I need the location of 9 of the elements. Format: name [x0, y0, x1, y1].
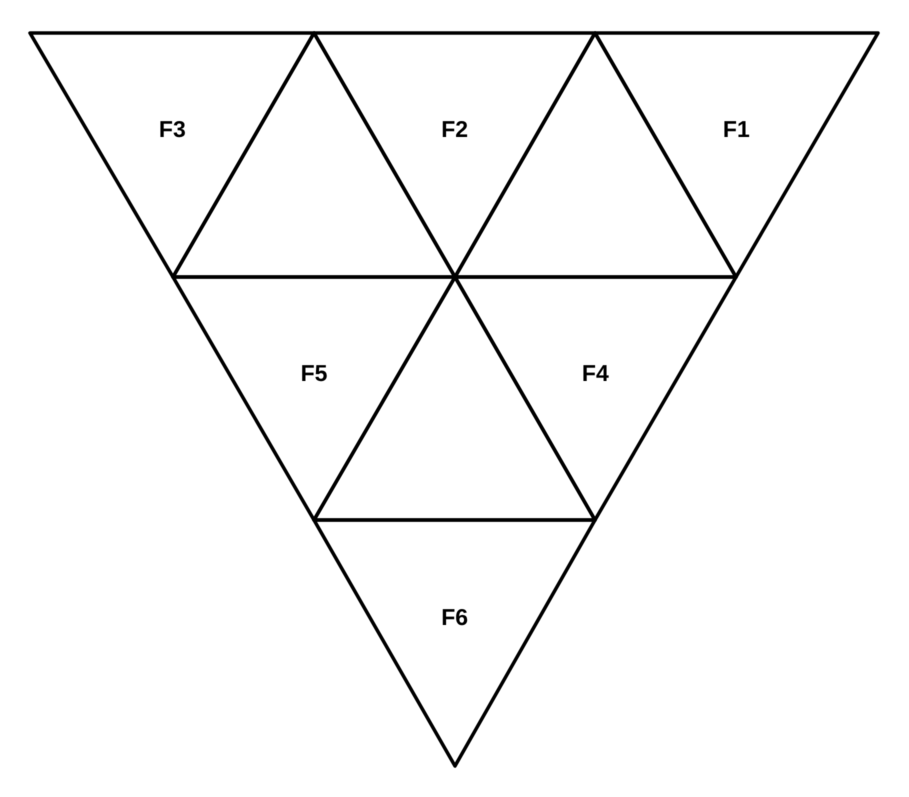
triangle-face: [311, 517, 598, 769]
face-label: F4: [582, 360, 609, 386]
triangle-face: [452, 274, 739, 523]
face-label: F3: [158, 116, 186, 142]
face-label: F5: [300, 360, 328, 386]
face-label: F1: [722, 116, 750, 142]
face-label: F2: [441, 116, 468, 142]
triangle-face: [592, 30, 881, 280]
face-label: F6: [441, 604, 468, 630]
